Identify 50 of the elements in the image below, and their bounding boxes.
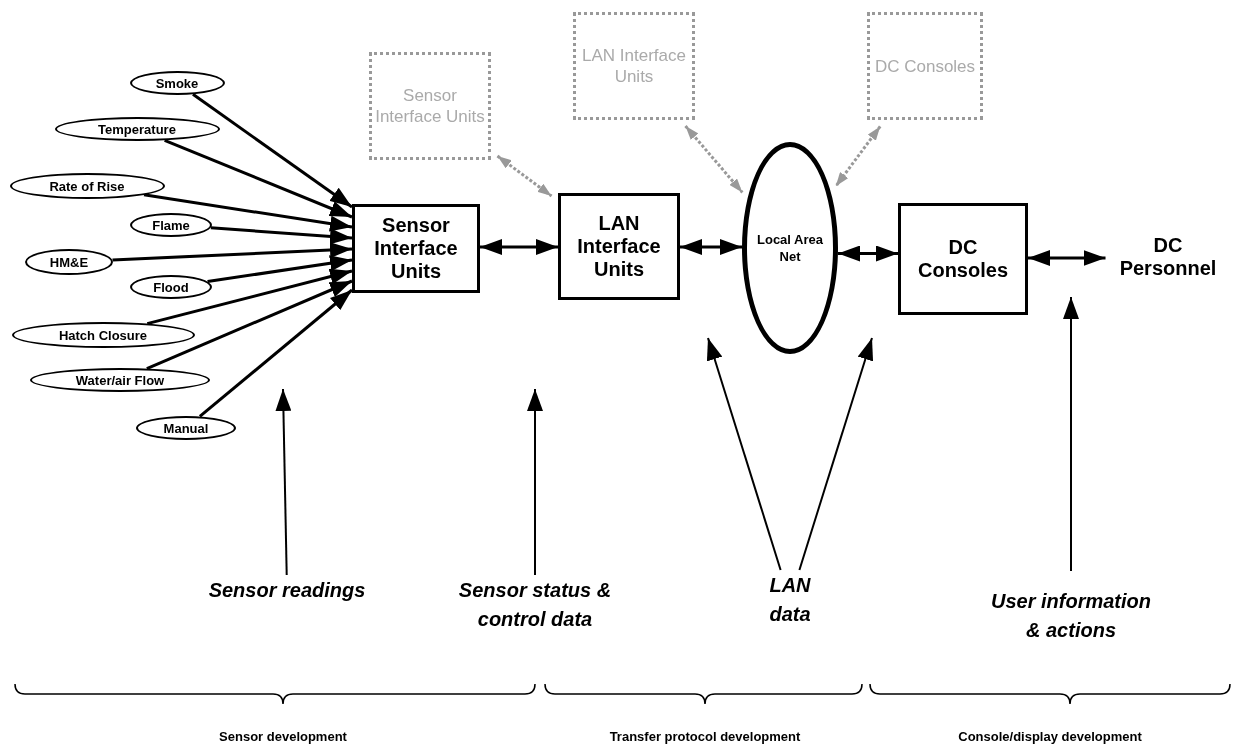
process-box <box>558 192 680 300</box>
arrow <box>1028 250 1106 266</box>
arrow <box>207 255 353 284</box>
node-label: LAN Interface Units <box>576 211 662 281</box>
annotation-text: Sensor status & control data <box>457 578 613 632</box>
node-label: Water/air Flow <box>75 372 165 388</box>
arrow <box>527 388 543 576</box>
arrow <box>192 93 353 209</box>
arrow <box>198 288 353 418</box>
section-label: Transfer protocol development <box>609 729 801 744</box>
section-label: Sensor development <box>219 729 347 744</box>
arrow <box>143 193 353 232</box>
node-label: DC Consoles <box>874 55 976 77</box>
annotation-text: Sensor readings <box>208 577 366 603</box>
node-label: HM&E <box>49 254 89 270</box>
arrow <box>1063 296 1079 572</box>
node-label: LAN Interface Units <box>581 45 687 87</box>
node-label: Sensor Interface Units <box>374 85 486 127</box>
node-label: Sensor Interface Units <box>373 213 459 283</box>
node-label: Local Area Net <box>756 231 824 265</box>
node-label: DC Consoles <box>917 236 1009 282</box>
node-label: Hatch Closure <box>58 327 148 343</box>
node-label: Rate of Rise <box>49 178 125 194</box>
node-label: Smoke <box>155 75 199 91</box>
node-label: Manual <box>163 420 209 436</box>
text-label: DC Personnel <box>1118 234 1218 280</box>
node-label: Temperature <box>98 121 176 137</box>
annotation-text: User information & actions <box>990 589 1152 643</box>
arrow <box>798 337 874 571</box>
dotted-box <box>369 52 491 160</box>
arrow <box>480 239 558 255</box>
arrow <box>680 239 742 255</box>
process-box <box>898 203 1028 315</box>
arrow <box>838 245 898 262</box>
arrow <box>210 226 353 245</box>
annotation-text: LAN data <box>768 573 812 627</box>
node-label: Flame <box>152 217 190 233</box>
arrow <box>706 337 782 571</box>
dotted-box <box>573 12 695 120</box>
dotted-arrow <box>684 125 744 194</box>
arrow <box>112 242 353 262</box>
arrow <box>164 138 353 219</box>
process-box <box>352 203 480 293</box>
dotted-box <box>867 12 983 120</box>
node-label: Flood <box>153 279 189 295</box>
section-label: Console/display development <box>958 729 1142 744</box>
arrow <box>275 388 292 576</box>
dotted-arrow <box>496 154 553 198</box>
dotted-arrow <box>834 125 882 188</box>
sensor-ellipse <box>130 275 212 299</box>
